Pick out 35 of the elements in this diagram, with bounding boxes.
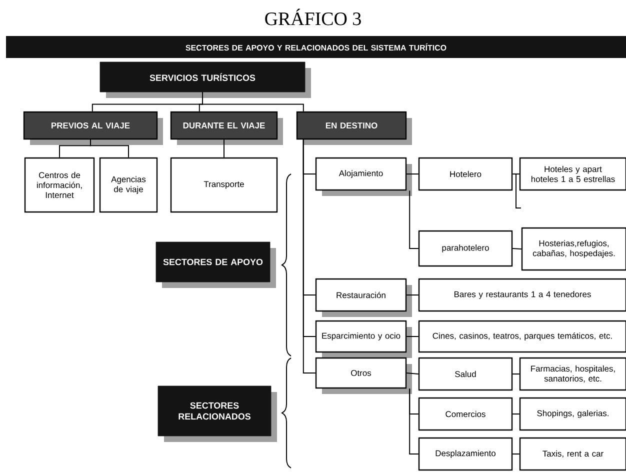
connector-line [512, 248, 522, 250]
item-box: Farmacias, hospitales, sanatorios, etc. [519, 357, 626, 391]
item-box: Restauración [315, 278, 412, 317]
item-box: Comercios [418, 397, 513, 431]
item-box: Hotelero [418, 157, 513, 191]
category-box: PREVIOS AL VIAJE [23, 111, 163, 145]
connector-line [406, 336, 419, 337]
category-box: SERVICIOS TURÍSTICOS [100, 62, 311, 98]
chart-title: GRÁFICO 3 [265, 8, 361, 26]
connector-line [406, 372, 419, 374]
item-box: Hosterias,refugios, cabañas, hospedajes. [521, 227, 626, 271]
item-box: Salud [418, 357, 513, 391]
connector-line [90, 139, 129, 158]
item-box: Alojamiento [315, 157, 412, 196]
category-box: SECTORES DE APOYO [156, 242, 276, 288]
category-box: EN DESTINO [296, 111, 412, 145]
item-box: Taxis, rent a car [519, 437, 626, 471]
connector-line [302, 139, 316, 374]
item-box: Esparcimiento y ocio [315, 320, 412, 358]
item-box: parahotelero [418, 230, 513, 267]
item-box: Shopings, galerias. [519, 397, 626, 431]
item-box: Agencias de viaje [99, 157, 158, 213]
connector-line [406, 294, 419, 296]
category-box: SECTORES RELACIONADOS [158, 386, 277, 442]
item-box: Desplazamiento [418, 437, 513, 471]
item-box: Hoteles y apart hoteles 1 a 5 estrellas [519, 157, 626, 191]
connector-line [409, 190, 419, 249]
item-box: Transporte [170, 157, 278, 213]
item-box: Cines, casinos, teatros, parques temáticos, etc. [418, 320, 626, 353]
item-box: Centros de información, Internet [24, 157, 95, 213]
connector-line [409, 388, 419, 454]
item-box: Otros [315, 357, 412, 394]
category-box: DURANTE EL VIAJE [170, 111, 283, 145]
connector-line [202, 92, 304, 112]
item-box: Bares y restaurants 1 a 4 tenedores [418, 278, 626, 312]
